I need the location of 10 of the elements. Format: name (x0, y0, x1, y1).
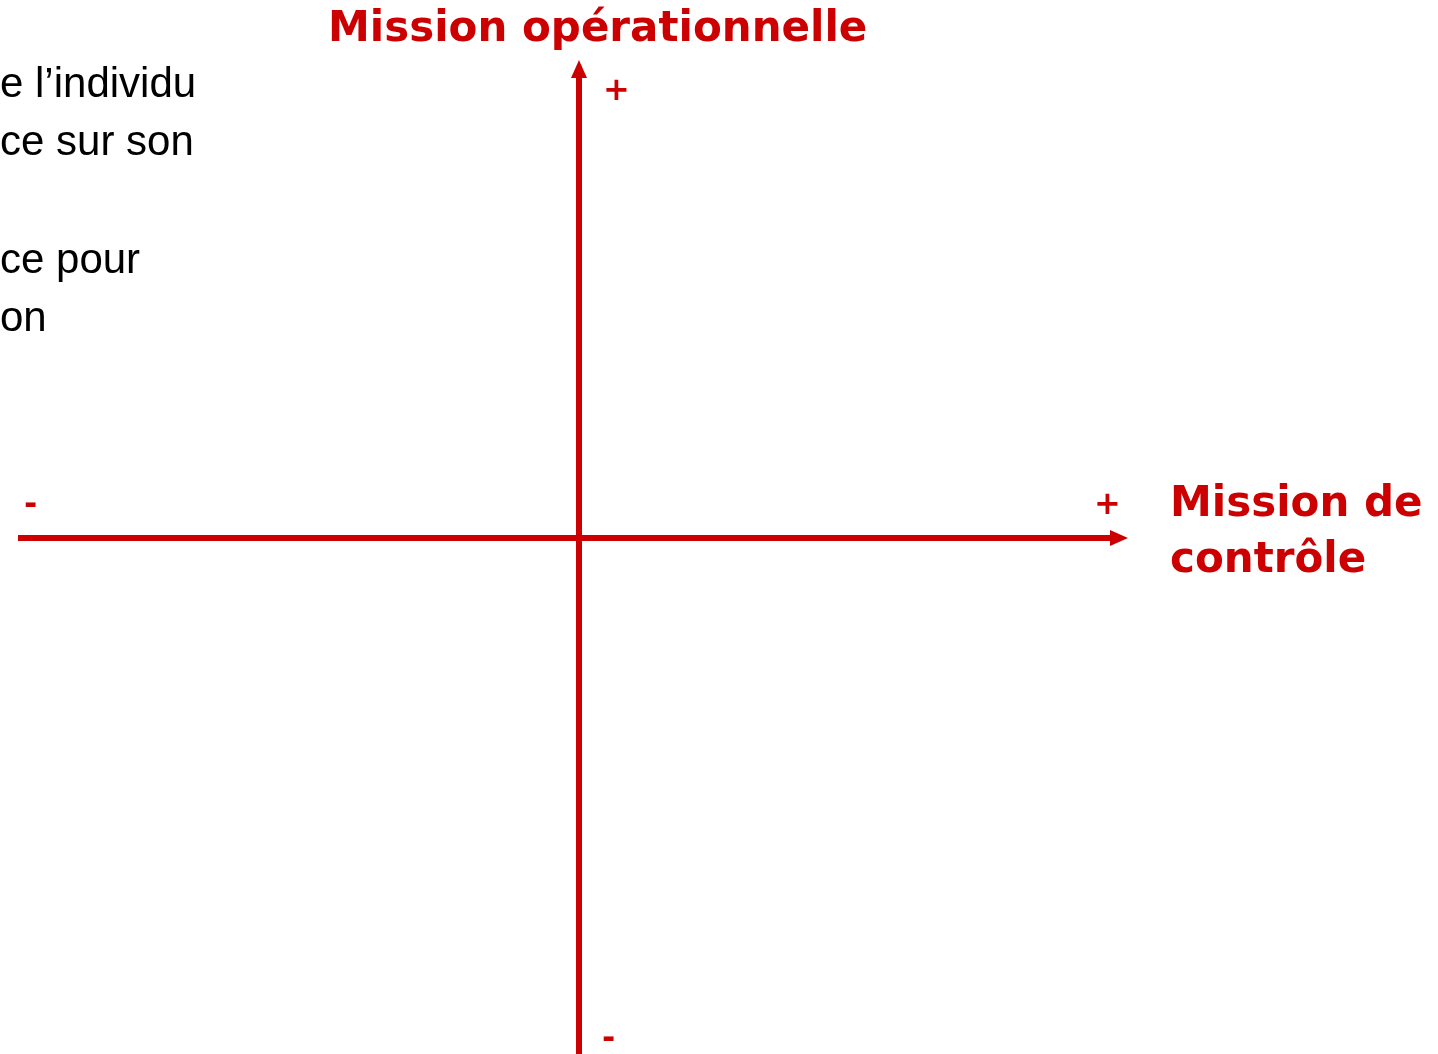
axis-title: Mission opérationnelle (328, 2, 868, 53)
body-text: e l’individu (0, 58, 197, 108)
plus-sign: + (1094, 484, 1121, 523)
minus-sign: - (24, 484, 38, 523)
body-text: ce sur son (0, 116, 194, 166)
plus-sign: + (603, 70, 630, 109)
axis-title: Mission de contrôle (1170, 476, 1424, 584)
body-text: on (0, 292, 47, 342)
minus-sign: - (602, 1018, 616, 1054)
body-text: ce pour (0, 234, 141, 284)
